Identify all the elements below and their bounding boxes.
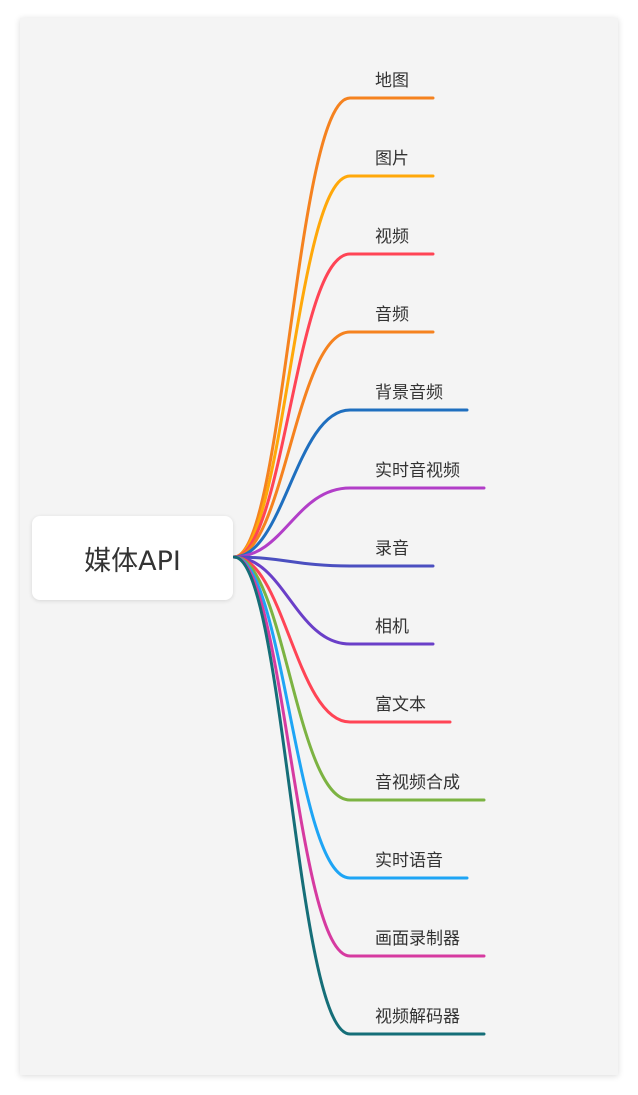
branch-node[interactable]: 地图 <box>375 71 409 91</box>
branch-node[interactable]: 音视频合成 <box>375 773 460 793</box>
branch-node[interactable]: 画面录制器 <box>375 929 460 949</box>
root-node-label: 媒体API <box>84 545 181 577</box>
branch-node[interactable]: 视频解码器 <box>375 1007 460 1027</box>
root-node[interactable]: 媒体API <box>32 516 233 600</box>
branch-node[interactable]: 富文本 <box>375 695 426 715</box>
branch-link <box>232 408 469 559</box>
branch-node[interactable]: 音频 <box>375 305 409 325</box>
branch-link <box>232 555 486 958</box>
branch-link <box>232 555 435 568</box>
branch-node[interactable]: 实时音视频 <box>375 461 460 481</box>
branch-node[interactable]: 视频 <box>375 227 409 247</box>
branch-link <box>232 486 486 559</box>
branch-link <box>232 252 435 559</box>
branch-link <box>232 555 452 724</box>
branch-node[interactable]: 相机 <box>375 617 409 637</box>
branch-node[interactable]: 背景音频 <box>375 383 443 403</box>
branch-node[interactable]: 录音 <box>375 539 409 559</box>
branch-link <box>232 555 469 880</box>
branch-link <box>232 174 435 559</box>
branch-link <box>232 96 435 559</box>
branch-link <box>232 555 435 646</box>
branch-link <box>232 555 486 802</box>
branch-link <box>232 330 435 559</box>
branch-node[interactable]: 实时语音 <box>375 851 443 871</box>
branch-link <box>232 555 486 1036</box>
branch-node[interactable]: 图片 <box>375 149 409 169</box>
